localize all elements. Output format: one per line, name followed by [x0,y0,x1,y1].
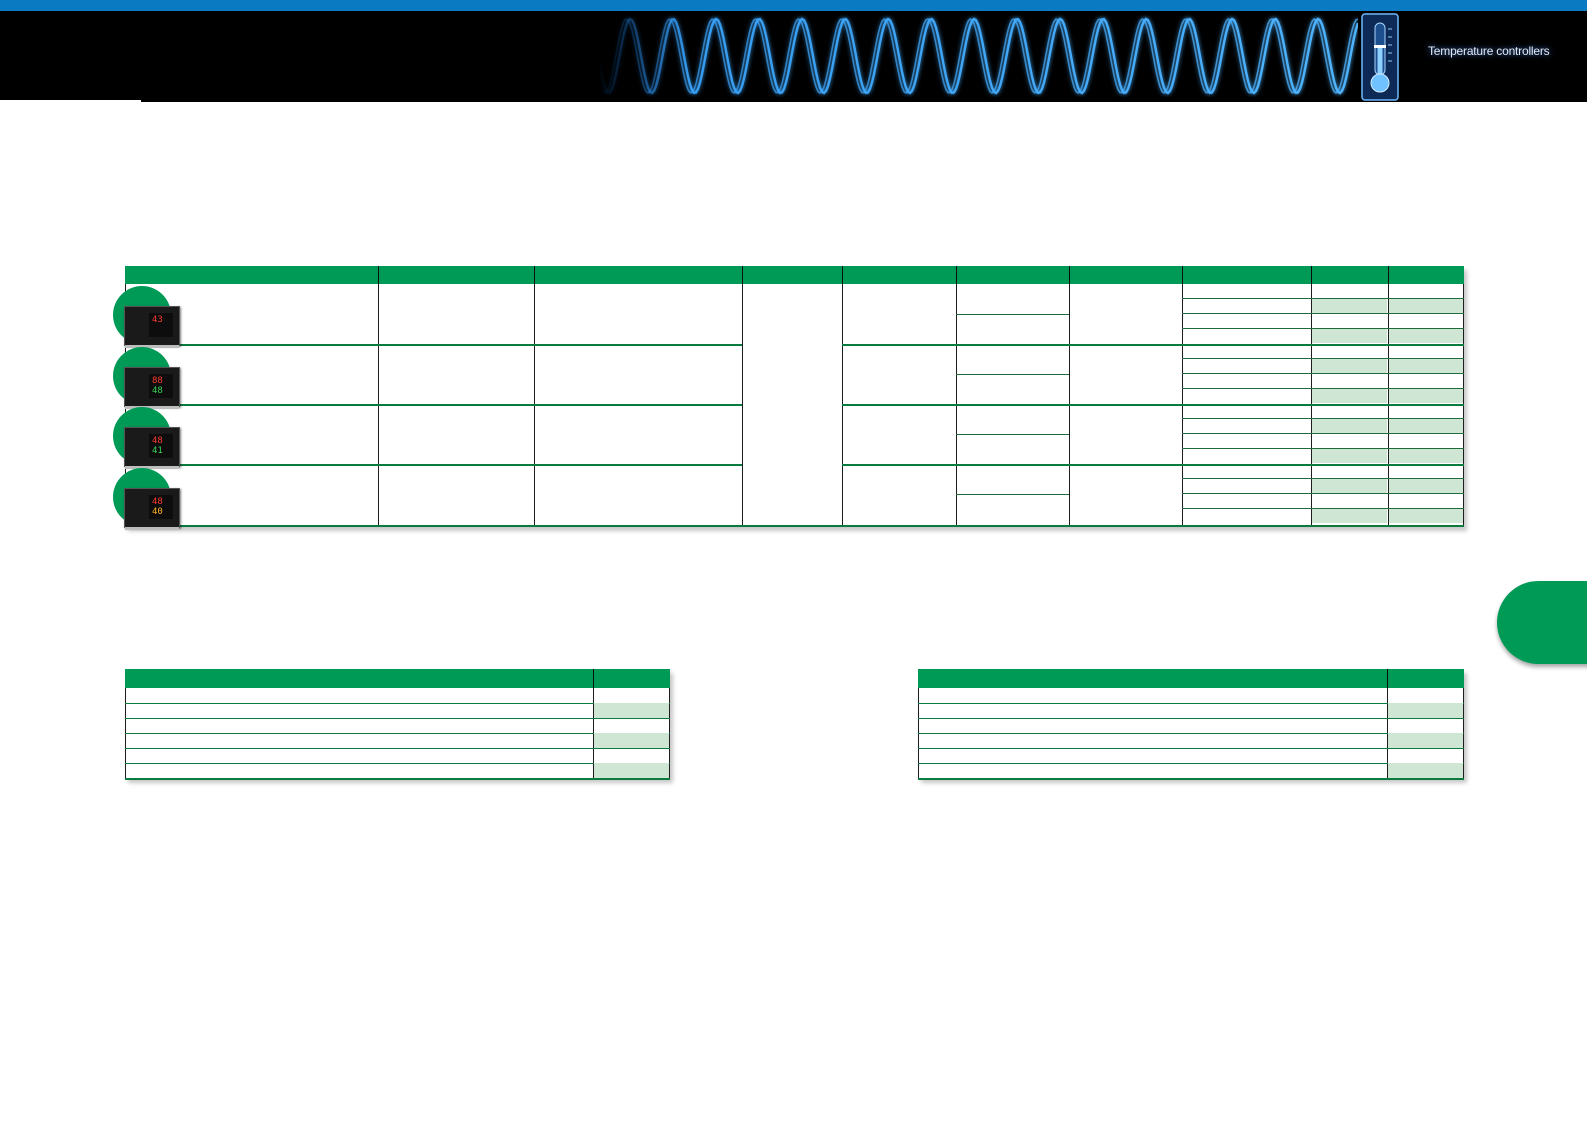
product-photo-2: 88 48 [113,347,183,409]
product-table-body [125,284,1464,527]
accessory-table-left [125,669,670,780]
product-photo-1: 43 [113,286,183,348]
product-photo-4: 48 40 [113,468,183,530]
table-row [125,718,670,734]
product-photo-3: 48 41 [113,407,183,469]
table-row [125,688,670,704]
table-row [125,763,670,780]
table-row [125,733,670,749]
controller-device-image: 48 41 [124,427,180,469]
accessory-table-right-header [918,669,1464,688]
table-row [918,748,1464,764]
controller-device-image: 43 [124,306,180,348]
header-notch [0,100,141,102]
table-row [125,748,670,764]
table-row [918,763,1464,780]
top-blue-strip [0,0,1587,11]
accessory-table-right [918,669,1464,780]
chapter-side-tab [1497,581,1587,664]
accessory-table-left-header [125,669,670,688]
product-table: 43 88 48 48 41 [113,266,1464,530]
table-row [125,703,670,719]
product-table-header [125,266,1464,284]
thermometer-icon [1361,13,1399,101]
controller-device-image: 88 48 [124,367,180,409]
table-row [918,718,1464,734]
table-row [918,733,1464,749]
table-row [918,688,1464,704]
sine-wave-graphic [598,17,1358,95]
header-banner: Temperature controllers [0,11,1587,102]
table-row [918,703,1464,719]
section-title: Temperature controllers [1428,44,1550,58]
controller-device-image: 48 40 [124,488,180,530]
